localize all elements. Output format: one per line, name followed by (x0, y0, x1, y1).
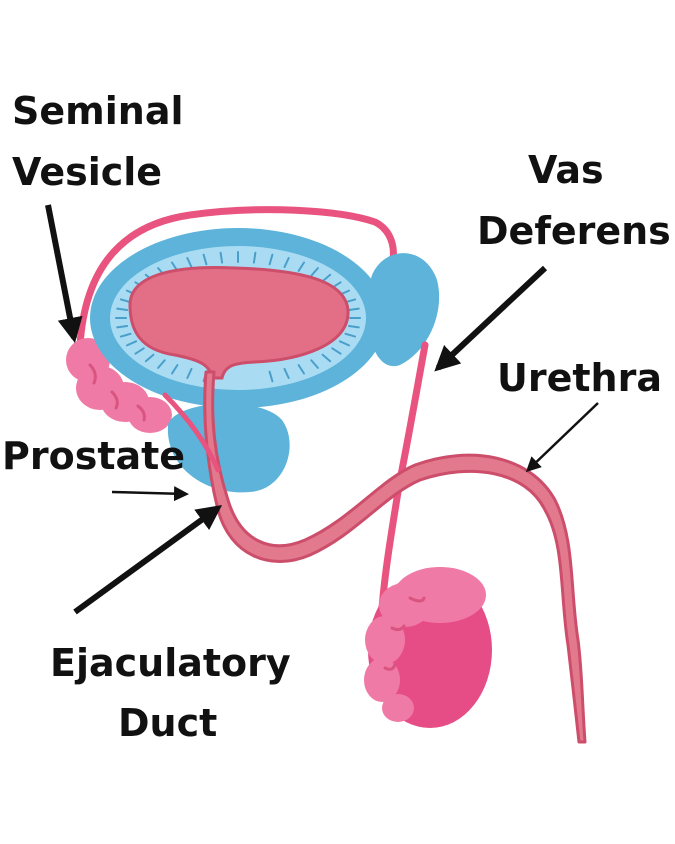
bladder-tick (268, 370, 274, 383)
prostate-gland (167, 403, 290, 493)
bladder-tick (171, 364, 179, 375)
bladder-tick (338, 340, 350, 347)
bladder-tick (321, 273, 332, 283)
label-ejaculatory-duct-line1: Ejaculatory (50, 641, 291, 685)
bladder-tick (283, 257, 290, 269)
bladder-lumen (128, 266, 350, 380)
bladder-tick (126, 340, 138, 347)
bladder-tick (186, 257, 193, 269)
bladder-tick (297, 261, 305, 272)
bladder-tick (144, 353, 155, 363)
arrow-ejaculatory-duct (73, 505, 223, 615)
bladder-tick (157, 359, 166, 369)
label-vas-deferens-line2: Deferens (477, 209, 671, 253)
arrow-urethra (525, 402, 599, 473)
bladder-tick (116, 325, 129, 329)
bladder-tick (252, 251, 257, 264)
bladder-tick (347, 325, 360, 329)
label-vas-deferens-line1: Vas (528, 148, 604, 192)
label-seminal-vesicle-line1: Seminal (12, 89, 183, 133)
bladder-tick (202, 253, 208, 266)
vas-deferens-left-loop (76, 206, 397, 349)
bladder-tick (283, 367, 290, 379)
bladder-tick (186, 367, 193, 379)
testis (364, 567, 492, 728)
ampulla (368, 253, 440, 367)
bladder-tick (297, 364, 305, 375)
bladder-tick (219, 251, 224, 264)
bladder-tick (268, 253, 274, 266)
arrow-prostate (111, 486, 189, 502)
bladder-tick (119, 332, 132, 338)
seminal-vesicle (66, 338, 172, 433)
bladder-tick (331, 347, 342, 355)
arrow-seminal-vesicle (45, 204, 83, 343)
label-ejaculatory-duct-line2: Duct (118, 701, 217, 745)
arrow-vas-deferens (434, 265, 548, 372)
bladder-tick (344, 332, 357, 338)
label-urethra: Urethra (497, 356, 662, 400)
bladder-tick (310, 267, 319, 277)
bladder-tick (347, 307, 360, 311)
ejaculatory-duct (162, 392, 221, 473)
bladder-tick (310, 359, 319, 369)
bladder-wall-ticks (115, 251, 361, 383)
label-prostate: Prostate (2, 434, 185, 478)
urethra (203, 370, 587, 744)
bladder-tick (321, 353, 332, 363)
label-seminal-vesicle-line2: Vesicle (12, 150, 162, 194)
bladder-tick (134, 347, 145, 355)
bladder-tick (116, 307, 129, 311)
